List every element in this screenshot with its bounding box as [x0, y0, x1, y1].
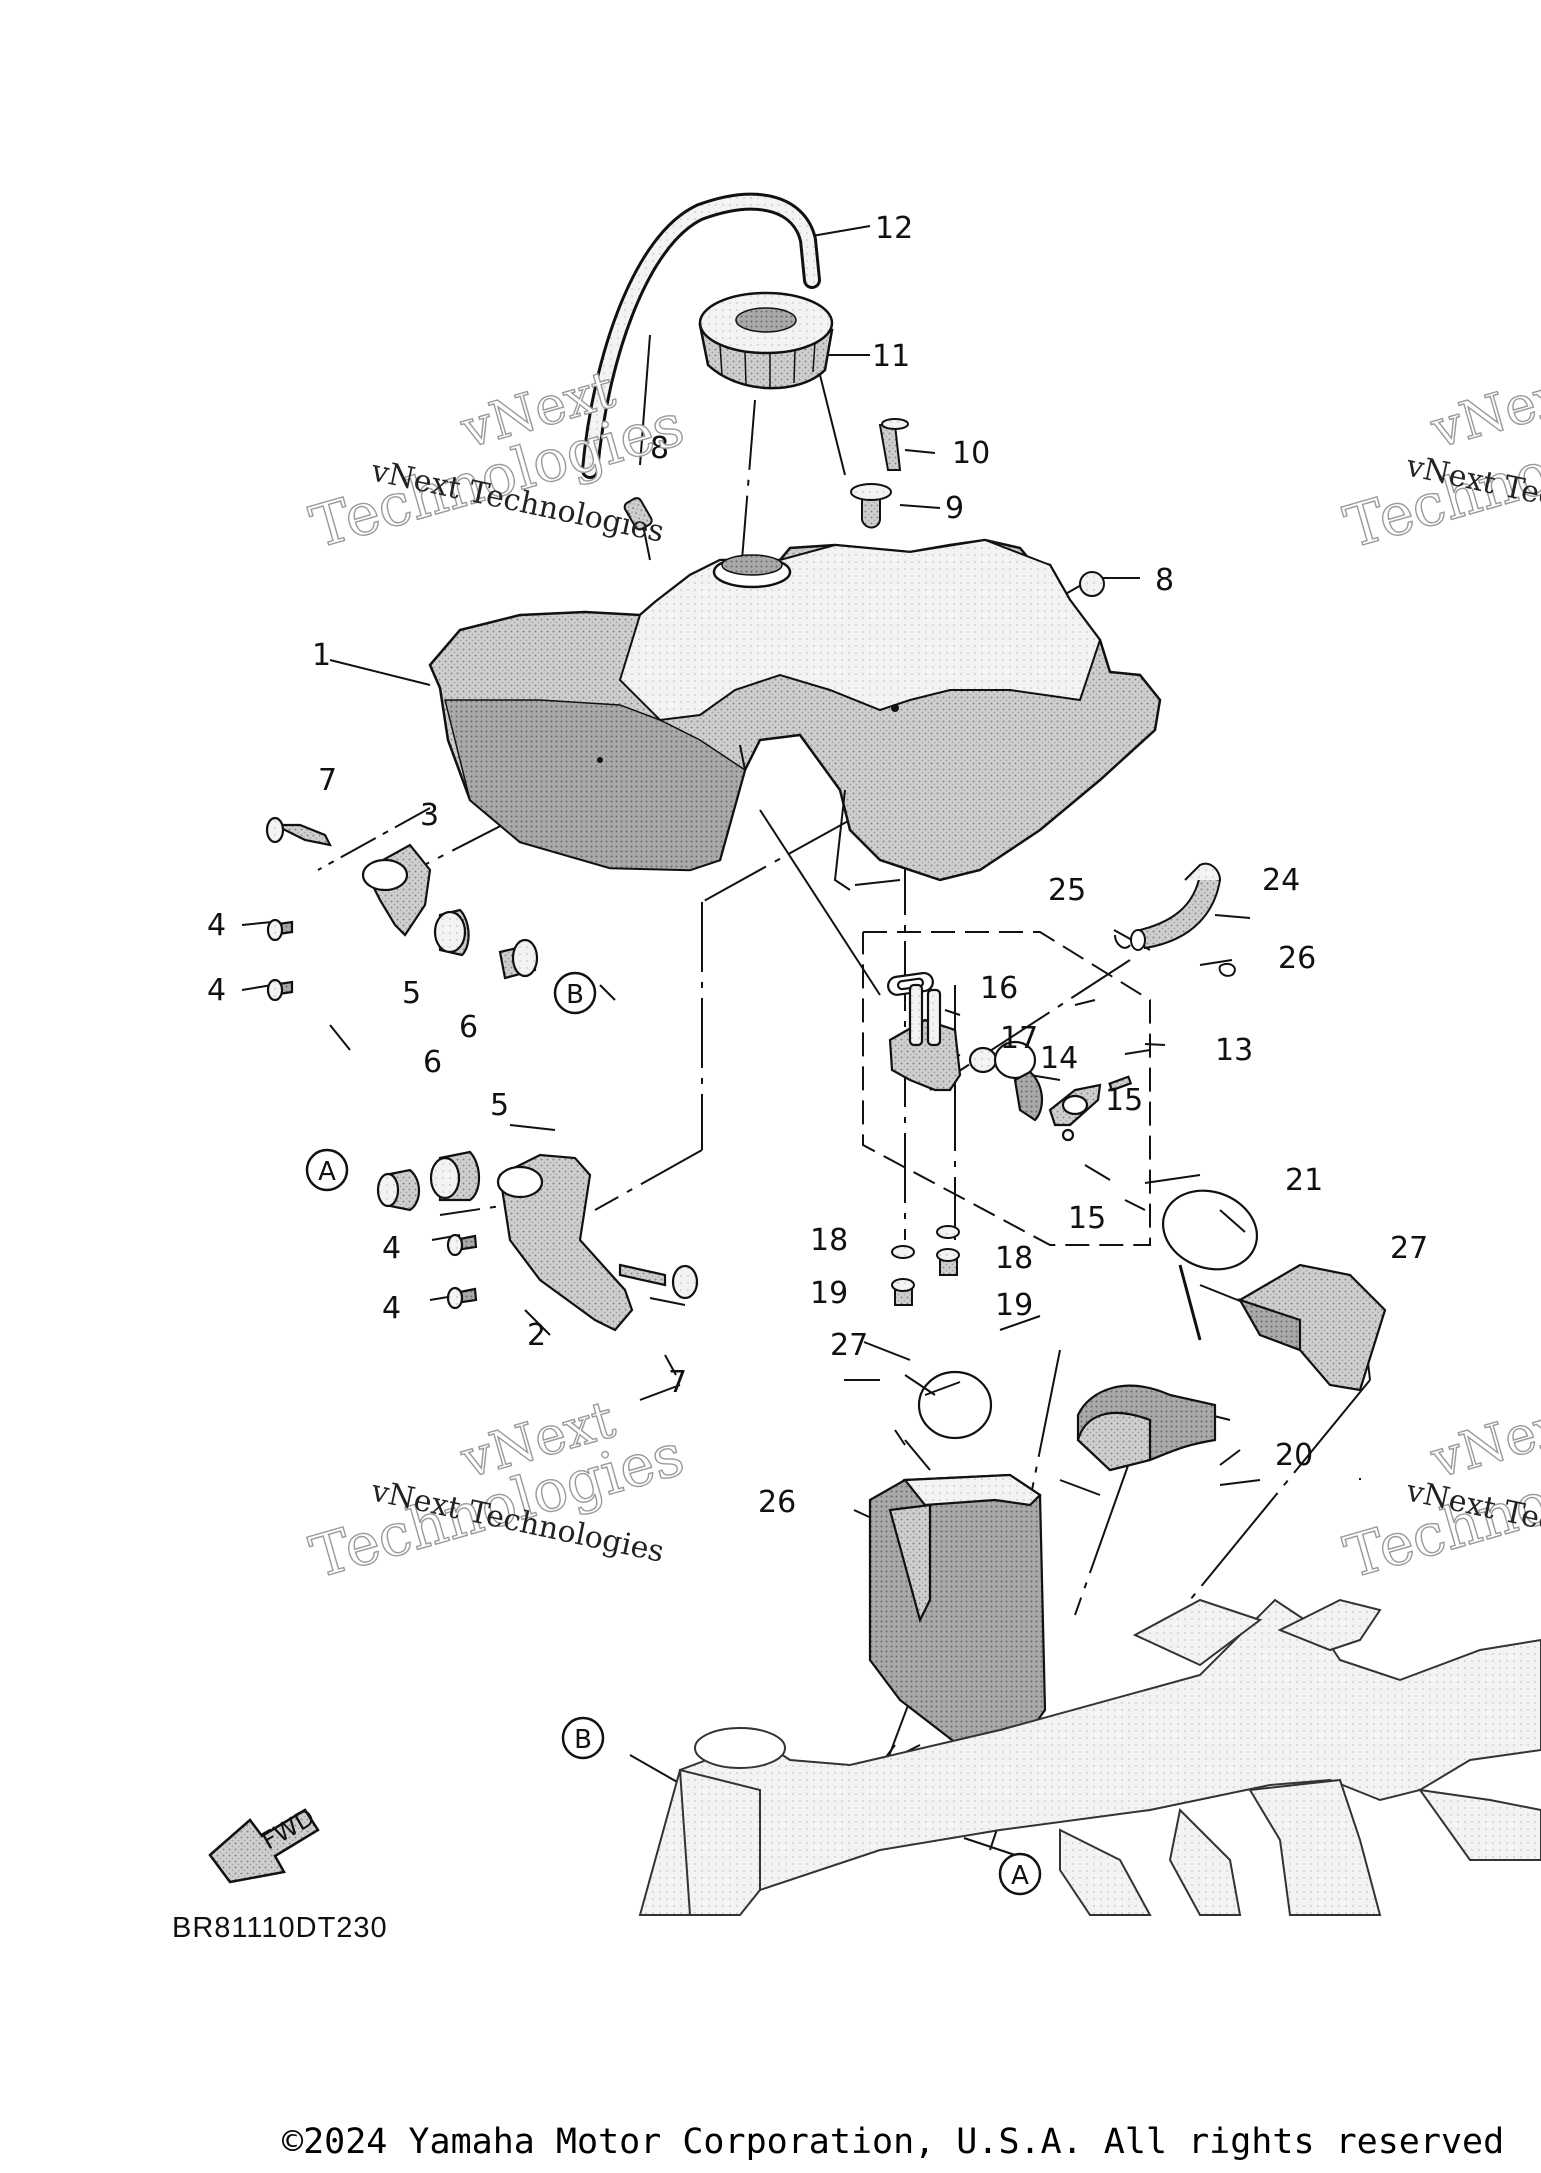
callout-26: 26: [758, 1485, 796, 1520]
ref-marker-b1: B: [566, 980, 584, 1010]
bracket-upper: [265, 816, 539, 1002]
callout-27: 27: [830, 1328, 868, 1363]
callout-25: 27: [1390, 1231, 1428, 1266]
callout-6a: 6: [459, 1010, 478, 1045]
callout-19b: 19: [995, 1288, 1033, 1323]
callout-14: 14: [1040, 1041, 1078, 1076]
watermark-2: vNext Technologies vNext Technologies: [1336, 359, 1541, 562]
watermark-1: vNext Technologies vNext Technologies: [302, 359, 691, 562]
diagram-code: BR81110DT230: [172, 1912, 388, 1944]
callout-22: 24: [1262, 863, 1300, 898]
callout-4a: 4: [207, 908, 226, 943]
callout-11: 11: [872, 339, 910, 374]
callout-20: 20: [1275, 1438, 1313, 1473]
callout-2: 2: [527, 1318, 546, 1353]
forward-arrow: FWD: [208, 1803, 320, 1884]
breather-hose: [581, 192, 821, 479]
callout-15b: 15: [1068, 1201, 1106, 1236]
callout-7b: 7: [668, 1365, 687, 1400]
callout-23: 25: [1048, 873, 1086, 908]
shroud: [868, 1370, 1047, 1752]
ref-marker-a1: A: [318, 1157, 336, 1187]
drain-bolts: [891, 1225, 960, 1306]
ref-marker-a2: A: [1011, 1861, 1029, 1891]
copyright-notice: ©2024 Yamaha Motor Corporation, U.S.A. A…: [282, 2122, 1505, 2162]
callout-5b: 5: [490, 1088, 509, 1123]
reference-markers: [305, 971, 1042, 1896]
callout-12: 12: [875, 211, 913, 246]
callout-10: 10: [952, 436, 990, 471]
callout-17: 17: [1000, 1021, 1038, 1056]
callout-4d: 4: [382, 1291, 401, 1326]
fuel-cap: [698, 291, 834, 390]
callout-15a: 15: [1105, 1083, 1143, 1118]
callout-1: 1: [312, 638, 331, 673]
callout-19a: 19: [810, 1276, 848, 1311]
bracket-lower: [376, 1150, 699, 1332]
callout-5a: 5: [402, 976, 421, 1011]
callout-3: 3: [420, 798, 439, 833]
callout-4c: 4: [382, 1231, 401, 1266]
callout-24: 26: [1278, 941, 1316, 976]
callout-6b: 6: [423, 1045, 442, 1080]
watermark-3: vNext Technologies vNext Technologies: [302, 1389, 691, 1592]
fuel-tank: [428, 538, 1162, 891]
callout-21: 21: [1285, 1163, 1323, 1198]
frame: [638, 1598, 1541, 1916]
callout-numbers: 12 11 10 9 8 8 1 7 3 4 4 5 6 6 5 4 4 2 7…: [207, 211, 1428, 1520]
callout-8b: 8: [1155, 563, 1174, 598]
callout-4b: 4: [207, 973, 226, 1008]
band-and-insulators: [1076, 1189, 1387, 1472]
callout-8a: 8: [650, 431, 669, 466]
callout-16: 16: [980, 971, 1018, 1006]
fuel-hose: [1114, 862, 1236, 977]
callout-13: 13: [1215, 1033, 1253, 1068]
callout-18a: 18: [810, 1223, 848, 1258]
ref-marker-b2: B: [574, 1725, 592, 1755]
watermark-4: vNext Technologies vNext Technologies: [1336, 1389, 1541, 1592]
fuel-cock-assembly: [862, 931, 1151, 1246]
fasteners-top: [623, 418, 1105, 597]
callout-18b: 18: [995, 1241, 1033, 1276]
callout-7a: 7: [318, 763, 337, 798]
callout-9: 9: [945, 491, 964, 526]
reference-marker-labels: B A B A: [318, 980, 1029, 1891]
